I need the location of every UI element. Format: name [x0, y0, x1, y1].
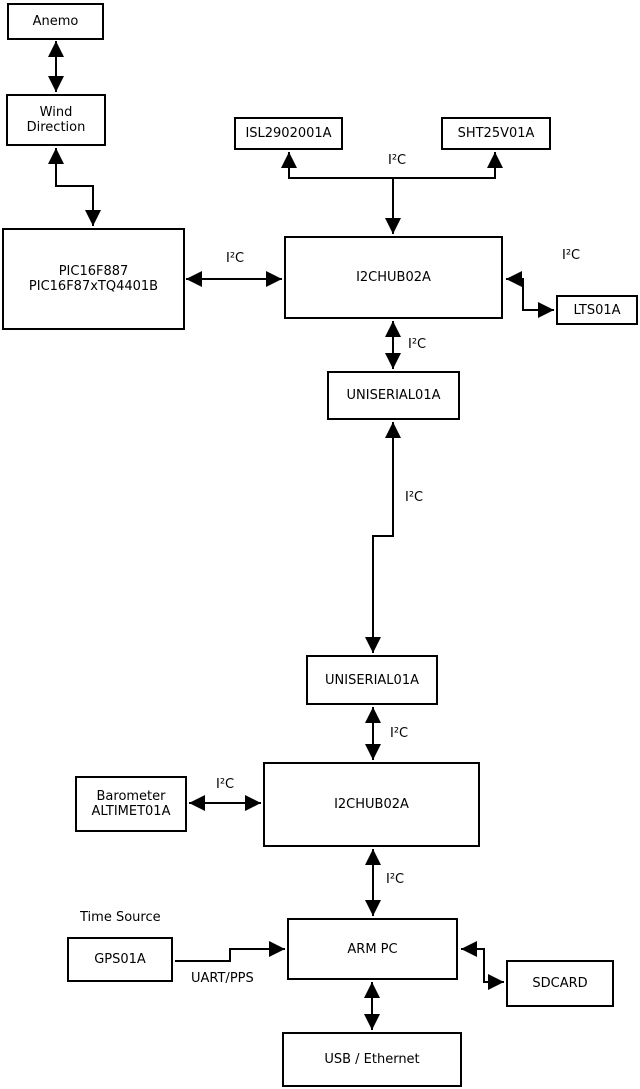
i2c-label-uniserial-hub2: I²C	[390, 726, 409, 741]
i2c-label-pic-hub1: I²C	[226, 251, 245, 266]
connector-hub1-lts	[506, 271, 554, 318]
node-label: Barometer	[96, 789, 166, 804]
node-label: UNISERIAL01A	[325, 672, 419, 688]
node-gps01a: GPS01A	[67, 937, 173, 982]
node-wind-direction: Wind Direction	[6, 94, 106, 146]
i2c-label-hub1-uniserial: I²C	[408, 337, 427, 352]
i2c-label-hub2-armpc: I²C	[386, 872, 405, 887]
node-i2chub02a-lower: I2CHUB02A	[263, 762, 480, 847]
i2c-label-uniserial-link: I²C	[405, 490, 424, 505]
node-label: UNISERIAL01A	[346, 388, 441, 403]
node-usb-ethernet: USB / Ethernet	[282, 1032, 462, 1087]
node-label: SHT25V01A	[457, 126, 535, 141]
i2c-label-hub1-lts: I²C	[562, 248, 581, 263]
connector-wind-pic	[48, 148, 101, 226]
node-label: ISL2902001A	[245, 126, 332, 141]
connector-armpc-sdcard	[461, 941, 504, 990]
node-label: SDCARD	[532, 976, 588, 991]
time-source-label: Time Source	[80, 910, 161, 925]
node-i2chub02a-upper: I2CHUB02A	[284, 236, 503, 319]
node-sht25v01a: SHT25V01A	[441, 117, 551, 150]
connector-gps-armpc	[175, 941, 285, 962]
node-arm-pc: ARM PC	[287, 918, 458, 980]
node-label: Anemo	[32, 14, 79, 29]
i2c-label-barometer-hub2: I²C	[216, 777, 235, 792]
node-label: ARM PC	[347, 941, 398, 957]
node-uniserial01a-upper: UNISERIAL01A	[327, 371, 460, 420]
node-label: ALTIMET01A	[91, 804, 171, 819]
node-label: Wind	[39, 105, 73, 120]
uart-pps-label: UART/PPS	[191, 971, 254, 986]
node-label: LTS01A	[573, 302, 621, 318]
node-label: PIC16F87xTQ4401B	[28, 279, 159, 294]
connector-hub1-isl	[281, 152, 393, 179]
node-label: USB / Ethernet	[324, 1052, 420, 1067]
node-label: GPS01A	[94, 952, 146, 967]
node-label: I2CHUB02A	[334, 797, 409, 812]
node-uniserial01a-lower: UNISERIAL01A	[306, 655, 438, 705]
node-sdcard: SDCARD	[506, 960, 614, 1007]
node-isl2902001a: ISL2902001A	[234, 117, 343, 150]
node-label: PIC16F887	[58, 264, 129, 279]
connector-uniserial-upper-lower	[365, 422, 401, 653]
node-anemo: Anemo	[7, 3, 104, 40]
node-barometer-altimet01a: Barometer ALTIMET01A	[75, 776, 187, 832]
i2c-label-top-bus: I²C	[388, 153, 407, 168]
node-label: I2CHUB02A	[356, 270, 431, 285]
node-label: Direction	[26, 120, 86, 135]
node-pic16f887: PIC16F887 PIC16F87xTQ4401B	[2, 228, 185, 330]
connector-hub1-sht	[393, 152, 503, 179]
node-lts01a: LTS01A	[556, 295, 638, 325]
